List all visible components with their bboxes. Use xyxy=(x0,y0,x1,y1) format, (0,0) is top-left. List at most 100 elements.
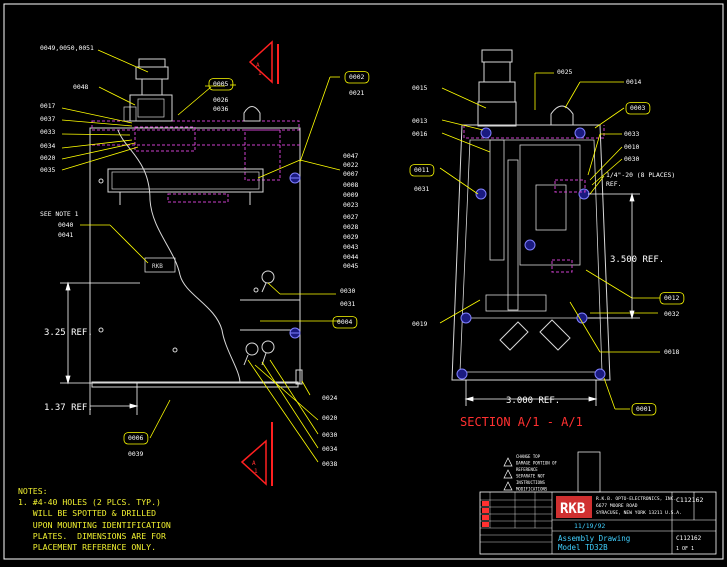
note-line: PLACEMENT REFERENCE ONLY. xyxy=(18,542,157,553)
company-logo xyxy=(556,496,592,518)
warning-text: REFERENCE xyxy=(516,467,538,472)
callout-label: 0031 xyxy=(340,300,356,308)
section-view-leaders xyxy=(439,72,660,410)
section-marker-letter: A xyxy=(256,62,260,69)
notes-block: NOTES: 1. #4-40 HOLES (2 PLCS. TYP.) WIL… xyxy=(18,486,171,553)
note-reference: SEE NOTE 1 xyxy=(40,210,79,218)
callout-label: 0019 xyxy=(412,320,428,328)
callout-label: 0016 xyxy=(412,130,428,138)
section-title: SECTION A/1 - A/1 xyxy=(460,415,583,429)
note-line: PLATES. DIMENSIONS ARE FOR xyxy=(18,530,166,541)
left-view-dimensions xyxy=(60,281,140,415)
sheet-number: 1 OF 1 xyxy=(676,546,694,552)
callout-label: 0009 xyxy=(343,191,359,199)
callout-balloon xyxy=(409,164,435,177)
note-line: UPON MOUNTING IDENTIFICATION xyxy=(18,519,171,530)
note-line: 1. #4-40 HOLES (2 PLCS. TYP.) xyxy=(18,497,161,508)
callout-balloon xyxy=(659,292,685,305)
callout-label: 0029 xyxy=(343,233,359,241)
callout-label: 0027 xyxy=(343,213,359,221)
callout-label: 0025 xyxy=(557,68,573,76)
sheet-border xyxy=(3,3,724,560)
callout-balloon xyxy=(332,316,358,329)
warning-text: INSTRUCTIONS xyxy=(516,480,545,485)
callout-label: 0013 xyxy=(412,117,428,125)
callout-label: 0011 xyxy=(414,166,430,174)
callout-balloon xyxy=(344,71,370,84)
callout-label: 0026 xyxy=(213,96,229,104)
callout-label: 0017 xyxy=(40,102,56,110)
callout-label: 0007 xyxy=(343,170,359,178)
callout-label: 0032 xyxy=(664,310,680,318)
drawing-number: C112162 xyxy=(676,496,703,504)
callout-label: 0002 xyxy=(349,73,365,81)
callout-label: 0005 xyxy=(213,80,229,88)
callout-label: 0040 xyxy=(58,221,74,229)
callout-label: 0034 xyxy=(322,445,338,453)
callout-label: 0015 xyxy=(412,84,428,92)
callout-label: 0024 xyxy=(322,394,338,402)
note-line: WILL BE SPOTTED & DRILLED xyxy=(18,508,157,519)
left-assembly-view: RKB xyxy=(89,58,303,388)
section-marker-letter: 1 xyxy=(258,70,262,77)
section-view-dimensions xyxy=(464,192,640,406)
callout-label: 0003 xyxy=(630,104,646,112)
callout-label: 0039 xyxy=(128,450,144,458)
callout-label: 0031 xyxy=(414,185,430,193)
callout-label-top: 0049,0050,0051 xyxy=(40,44,94,52)
callout-label: 0014 xyxy=(626,78,642,86)
callout-label: 3.25 REF. xyxy=(44,328,93,338)
drawing-number-secondary: C112162 xyxy=(676,535,702,542)
callout-label: 0030 xyxy=(340,287,356,295)
section-marker-letter: A xyxy=(252,460,256,467)
callout-label: 0033 xyxy=(624,130,640,138)
drawing-title: Assembly Drawing xyxy=(558,534,630,543)
callout-label: 1.37 REF. xyxy=(44,403,93,413)
callout-label: 0047 xyxy=(343,152,359,160)
title-block: RKB xyxy=(479,491,717,555)
callout-label: 0030 xyxy=(624,155,640,163)
section-marker-letter: 1 xyxy=(254,468,258,475)
callout-label: 0020 xyxy=(40,154,56,162)
callout-label: REF. xyxy=(606,180,621,188)
drawing-model: Model TD32B xyxy=(558,543,608,552)
section-view xyxy=(451,49,611,381)
callout-balloon xyxy=(625,102,651,115)
callout-label: 0028 xyxy=(343,223,359,231)
callout-balloon xyxy=(123,432,149,445)
callout-label: 1/4"-20 (8 PLACES) xyxy=(606,171,675,179)
callout-label: 0044 xyxy=(343,253,359,261)
callout-label: 0004 xyxy=(337,318,353,326)
callout-label: 0038 xyxy=(322,460,338,468)
section-marker-top xyxy=(248,40,279,84)
callout-label: 0012 xyxy=(664,294,680,302)
company-name: R.K.B. OPTO-ELECTRONICS, INC. xyxy=(596,496,676,502)
section-marker-bottom xyxy=(240,422,273,486)
left-view-leaders xyxy=(61,49,341,463)
callout-label: 0023 xyxy=(343,201,359,209)
callout-label: 0020 xyxy=(322,414,338,422)
callout-label: 0030 xyxy=(322,431,338,439)
callout-label: 3.500 REF. xyxy=(610,255,664,265)
warning-text: MODIFICATIONS xyxy=(516,487,548,492)
callout-label: 0048 xyxy=(73,83,89,91)
callout-label: 0041 xyxy=(58,231,74,239)
callout-label: 0034 xyxy=(40,142,56,150)
company-address: 6677 MOORE ROAD xyxy=(596,503,638,509)
callout-label: 0036 xyxy=(213,105,229,113)
callout-label: 0018 xyxy=(664,348,680,356)
callout-label: 0022 xyxy=(343,161,359,169)
svg-text:RKB: RKB xyxy=(152,263,163,270)
logo-text: RKB xyxy=(560,501,585,517)
company-address: SYRACUSE, NEW YORK 13211 U.S.A. xyxy=(596,510,682,516)
callout-label: 0010 xyxy=(624,143,640,151)
callout-balloon xyxy=(208,78,234,91)
callout-label: 0006 xyxy=(128,434,144,442)
callout-label: 0043 xyxy=(343,243,359,251)
callout-label: 3.000 REF. xyxy=(506,396,560,406)
callout-label: 0045 xyxy=(343,262,359,270)
callout-label: 0001 xyxy=(636,405,652,413)
callout-balloon xyxy=(631,403,657,416)
